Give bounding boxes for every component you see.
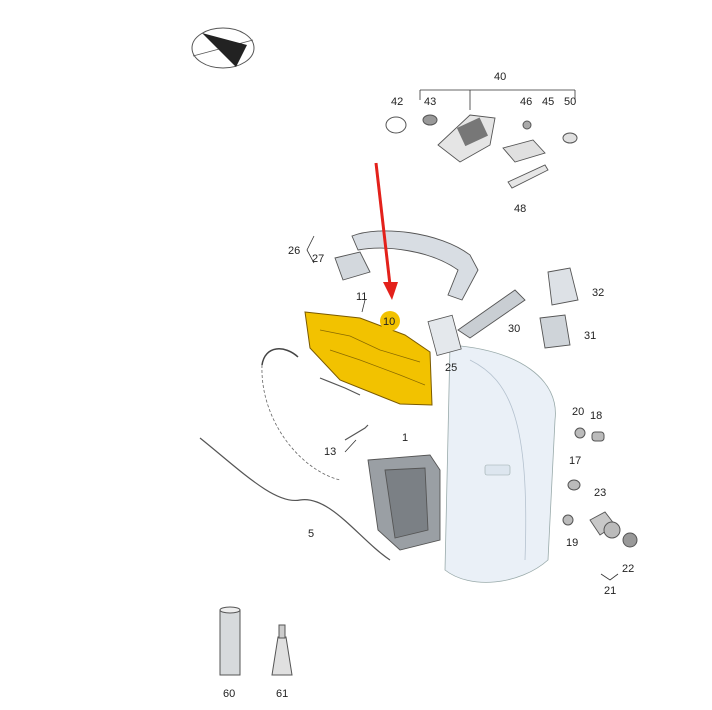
label-26: 26 [288,245,300,257]
label-10: 10 [383,316,395,328]
label-5: 5 [308,528,314,540]
door-panel [444,344,556,583]
part-10-badge [380,311,400,331]
compass-logo [191,27,255,69]
label-31: 31 [584,330,596,342]
label-23: 23 [594,487,606,499]
label-22: 22 [622,563,634,575]
leader-lines [306,89,619,581]
red-arrow [374,162,398,300]
handle-carrier-part-10 [304,311,433,406]
label-60: 60 [223,688,235,700]
label-27: 27 [312,253,324,265]
label-40: 40 [494,71,506,83]
label-11: 11 [356,291,367,303]
outer-handle [334,230,479,301]
grease-can-60 [219,606,241,676]
label-17: 17 [569,455,581,467]
label-48: 48 [514,203,526,215]
lock-cylinder [427,267,579,356]
label-42: 42 [391,96,403,108]
label-46: 46 [520,96,532,108]
label-19: 19 [566,537,578,549]
label-1: 1 [402,432,408,444]
fasteners [562,427,638,548]
label-20: 20 [572,406,584,418]
label-30: 30 [508,323,520,335]
label-21: 21 [604,585,616,597]
label-25: 25 [445,362,457,374]
cables [199,348,391,561]
label-50: 50 [564,96,576,108]
label-43: 43 [424,96,436,108]
door-latch [367,454,441,551]
label-61: 61 [276,688,288,700]
adhesive-tube-61 [271,624,293,676]
key-fob [385,114,578,189]
label-18: 18 [590,410,602,422]
part-labels: 40 42 43 46 45 50 48 26 27 32 11 10 30 3… [223,71,634,700]
label-45: 45 [542,96,554,108]
label-13: 13 [324,446,336,458]
label-32: 32 [592,287,604,299]
